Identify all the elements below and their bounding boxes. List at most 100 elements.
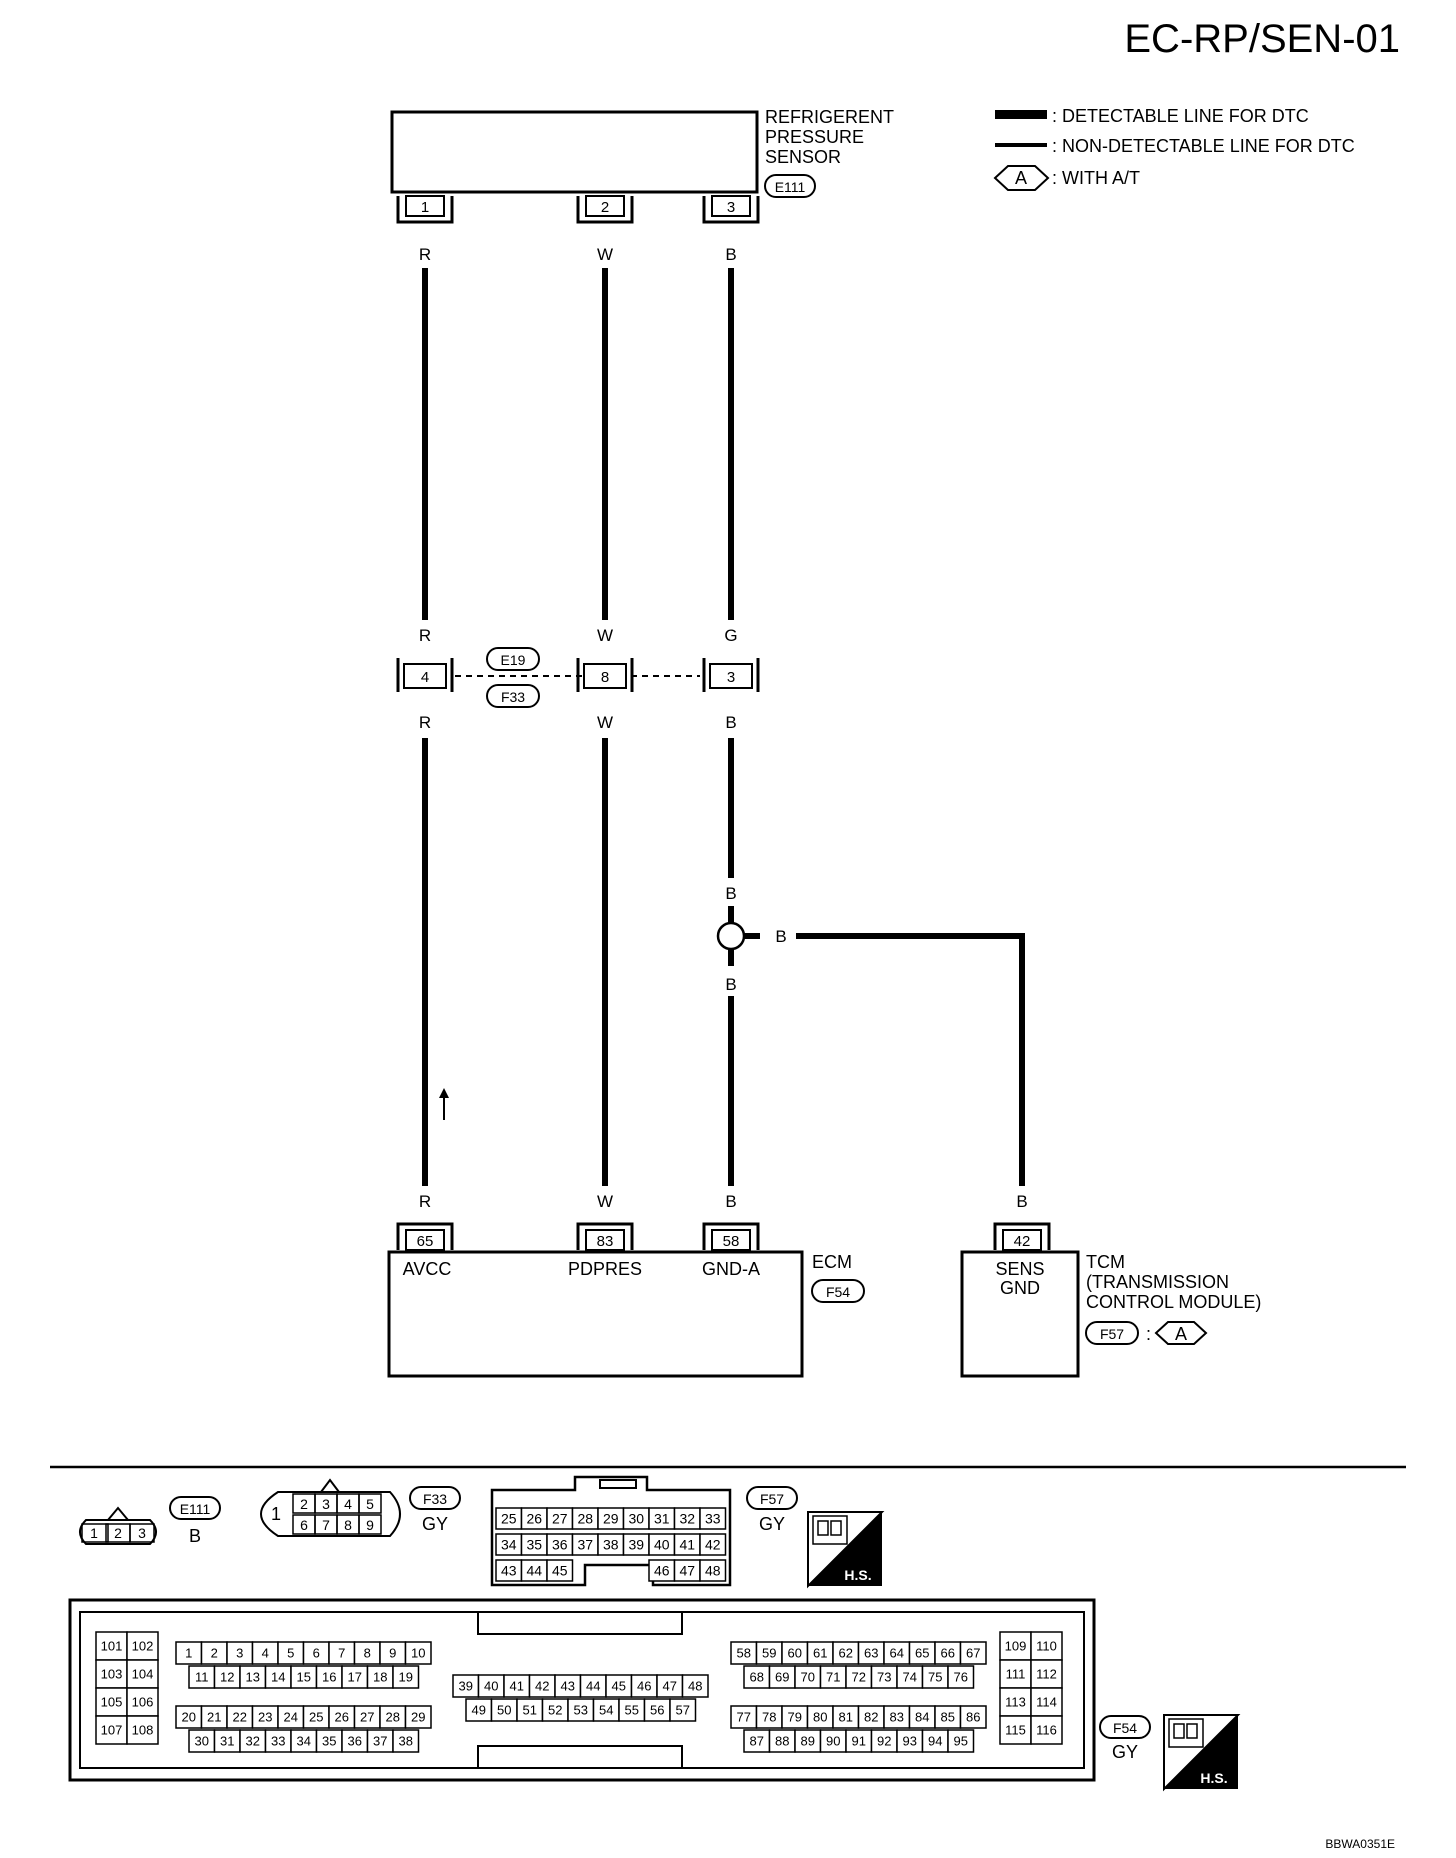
junction-pin-4: 4 (396, 658, 454, 692)
svg-text:78: 78 (762, 1710, 776, 1725)
svg-text:82: 82 (864, 1710, 878, 1725)
svg-text:48: 48 (688, 1679, 702, 1694)
svg-text:3: 3 (236, 1646, 243, 1661)
svg-text:86: 86 (966, 1710, 980, 1725)
svg-text:6: 6 (313, 1646, 320, 1661)
pin-cell-19: 19 (392, 1665, 420, 1689)
pin-cell-33: 33 (699, 1507, 727, 1530)
pin-cell-71: 71 (819, 1665, 847, 1689)
legend-non-detectable-swatch (995, 143, 1047, 147)
pin-cell-3: 3 (226, 1641, 254, 1665)
pin-cell-31: 31 (213, 1729, 241, 1753)
pin-cell-41: 41 (673, 1533, 701, 1556)
f33-top-row: 2 3 4 5 (292, 1493, 382, 1514)
pin-cell-49: 49 (465, 1698, 493, 1722)
pin-cell-56: 56 (643, 1698, 671, 1722)
legend-non-detectable-text: : NON-DETECTABLE LINE FOR DTC (1052, 136, 1355, 156)
svg-text:107: 107 (101, 1723, 123, 1738)
svg-text:64: 64 (890, 1646, 904, 1661)
splice-point (716, 921, 746, 951)
pin-cell-44: 44 (579, 1674, 607, 1698)
tcm-terminal-line-2: GND (1000, 1278, 1040, 1298)
tcm-box (960, 1250, 1080, 1378)
pin-cell-103: 103 (95, 1659, 128, 1689)
svg-text:94: 94 (928, 1734, 942, 1749)
pin-cell-31: 31 (648, 1507, 676, 1530)
f33-view-color: GY (422, 1514, 448, 1534)
refrigerant-pressure-sensor: REFRIGERENT PRESSURE SENSOR E111 (390, 107, 894, 198)
f54-view-color: GY (1112, 1742, 1138, 1762)
wires-lower (422, 738, 1025, 1186)
svg-text:27: 27 (552, 1510, 568, 1526)
svg-text:31: 31 (220, 1734, 234, 1749)
svg-text:69: 69 (775, 1670, 789, 1685)
tcm-unit: 42 SENS GND TCM (TRANSMISSION CONTROL MO… (960, 1222, 1261, 1378)
pin-cell-94: 94 (921, 1729, 949, 1753)
pin-cell-60: 60 (781, 1641, 809, 1665)
svg-text:48: 48 (705, 1562, 721, 1578)
pin-cell-52: 52 (541, 1698, 569, 1722)
pin-cell-85: 85 (934, 1705, 962, 1729)
svg-text:27: 27 (360, 1710, 374, 1725)
pin-cell-9: 9 (379, 1641, 407, 1665)
svg-text:9: 9 (366, 1517, 374, 1533)
ecm-connector-id: F54 (826, 1284, 850, 1300)
svg-text:70: 70 (801, 1670, 815, 1685)
svg-text:30: 30 (628, 1510, 644, 1526)
svg-text:53: 53 (574, 1703, 588, 1718)
pin-cell-46: 46 (648, 1559, 676, 1582)
svg-text:33: 33 (271, 1734, 285, 1749)
svg-text:12: 12 (220, 1670, 234, 1685)
svg-text:95: 95 (954, 1734, 968, 1749)
pin-cell-62: 62 (832, 1641, 860, 1665)
pin-cell-79: 79 (781, 1705, 809, 1729)
svg-text:11: 11 (195, 1670, 209, 1685)
svg-text:42: 42 (705, 1536, 721, 1552)
pin-cell-35: 35 (520, 1533, 548, 1556)
pin-cell-116: 116 (1030, 1715, 1063, 1745)
pin-cell-102: 102 (126, 1631, 159, 1661)
pin-cell-29: 29 (597, 1507, 625, 1530)
svg-text:85: 85 (941, 1710, 955, 1725)
pin-cell-15: 15 (290, 1665, 318, 1689)
pin-cell-68: 68 (743, 1665, 771, 1689)
pin-cell-55: 55 (618, 1698, 646, 1722)
pin-cell-30: 30 (188, 1729, 216, 1753)
legend-condition-symbol (993, 165, 1050, 191)
pin-cell-17: 17 (341, 1665, 369, 1689)
svg-text:2: 2 (300, 1496, 308, 1512)
pin-cell-26: 26 (520, 1507, 548, 1530)
svg-text:81: 81 (839, 1710, 853, 1725)
pin-cell-21: 21 (200, 1705, 228, 1729)
svg-text:29: 29 (411, 1710, 425, 1725)
svg-text:83: 83 (597, 1233, 614, 1250)
svg-text:93: 93 (903, 1734, 917, 1749)
svg-text:50: 50 (497, 1703, 511, 1718)
svg-text:59: 59 (762, 1646, 776, 1661)
pin-cell-107: 107 (95, 1715, 128, 1745)
pin-cell-28: 28 (379, 1705, 407, 1729)
svg-text:29: 29 (603, 1510, 619, 1526)
svg-text:60: 60 (788, 1646, 802, 1661)
wire-color-sensor-1: R (419, 245, 431, 264)
svg-text:13: 13 (246, 1670, 260, 1685)
svg-text:113: 113 (1005, 1695, 1026, 1710)
tcm-pin-42: 42 (993, 1222, 1051, 1251)
pin-cell-2: 2 (200, 1641, 228, 1665)
svg-text:2: 2 (601, 199, 609, 216)
svg-text:37: 37 (577, 1536, 593, 1552)
ecm-wire-color-1: R (419, 1192, 431, 1211)
pin-cell-28: 28 (571, 1507, 599, 1530)
pin-cell-84: 84 (908, 1705, 936, 1729)
svg-text:65: 65 (915, 1646, 929, 1661)
svg-text:110: 110 (1036, 1639, 1057, 1654)
svg-text:42: 42 (535, 1679, 549, 1694)
pin-cell-101: 101 (95, 1631, 128, 1661)
svg-text:36: 36 (552, 1536, 568, 1552)
svg-text:15: 15 (297, 1670, 311, 1685)
pin-cell-8: 8 (353, 1641, 381, 1665)
svg-text:104: 104 (132, 1667, 154, 1682)
pin-cell-46: 46 (630, 1674, 658, 1698)
svg-text:41: 41 (510, 1679, 524, 1694)
pin-cell-33: 33 (264, 1729, 292, 1753)
